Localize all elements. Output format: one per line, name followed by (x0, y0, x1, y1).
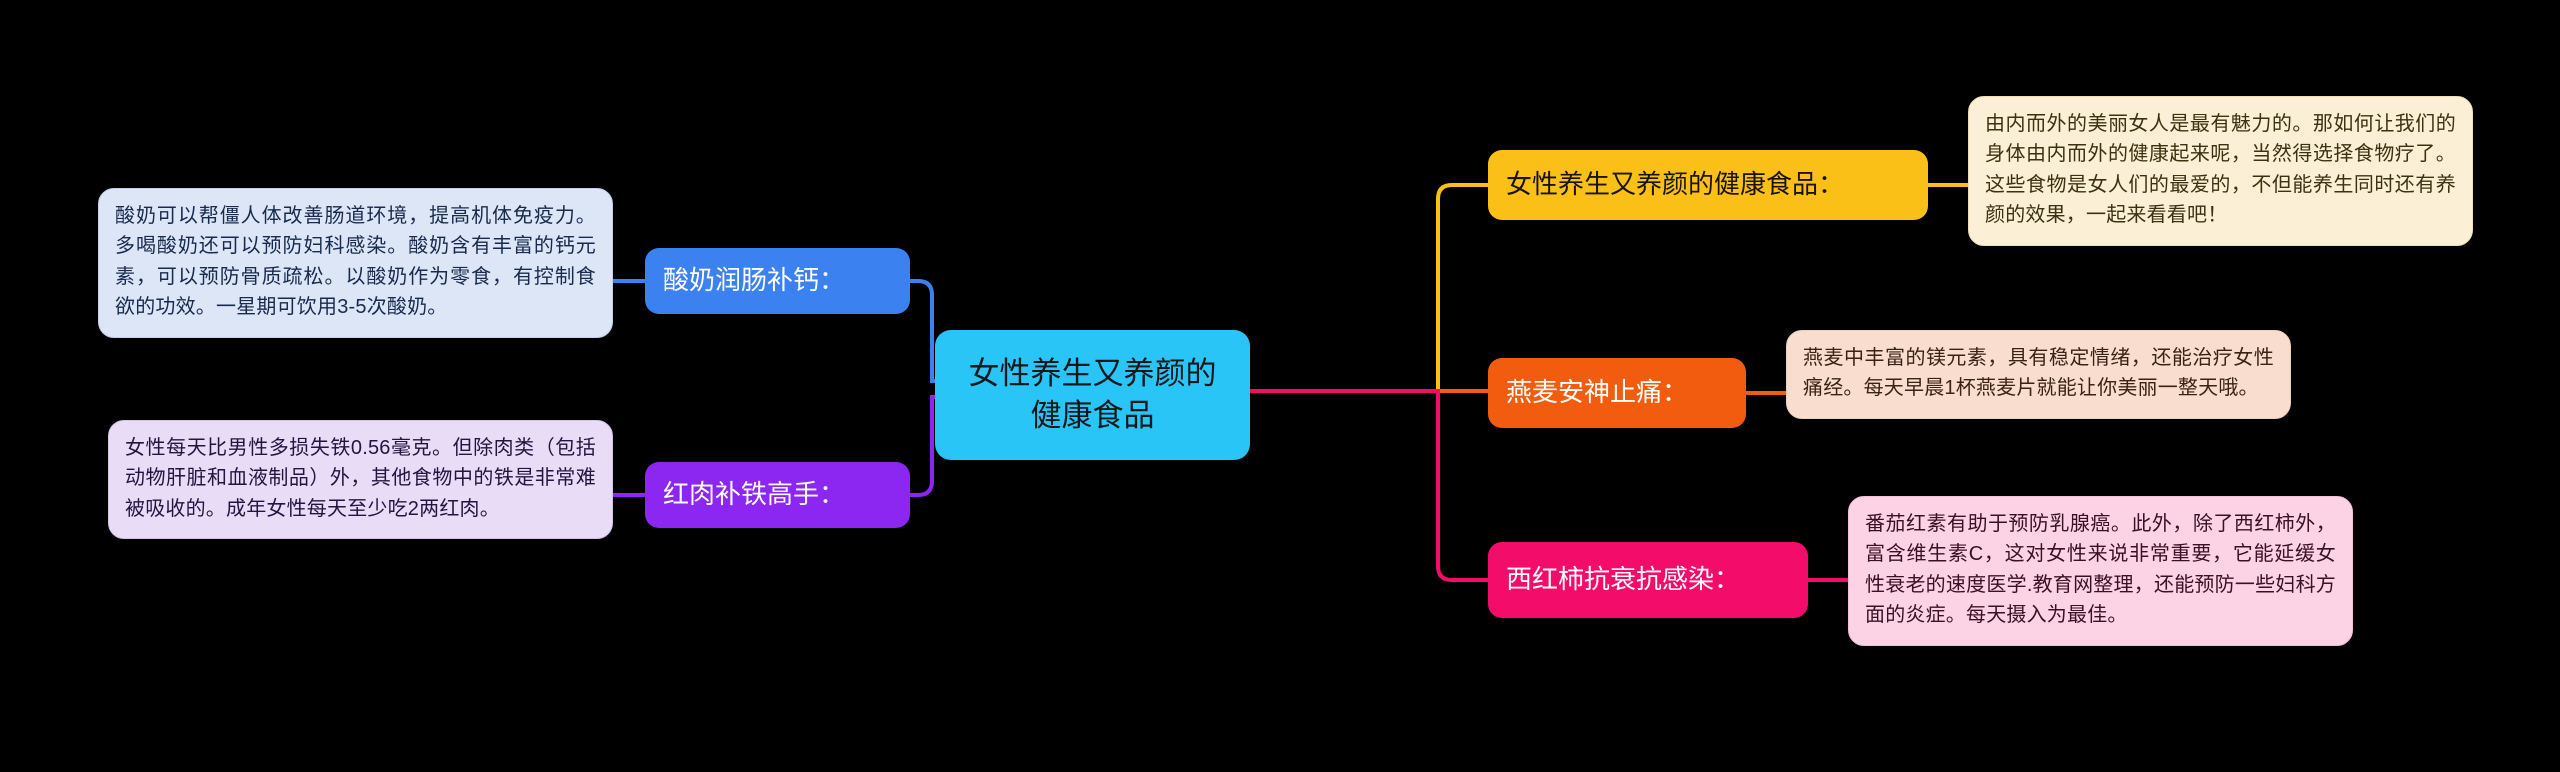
edge-redmeat-central (910, 395, 935, 497)
detail-card-overview[interactable]: 由内而外的美丽女人是最有魅力的。那如何让我们的身体由内而外的健康起来呢，当然得选… (1968, 96, 2473, 246)
edge-central-tomato (1250, 389, 1488, 582)
branch-node-oats[interactable]: 燕麦安神止痛： (1488, 358, 1746, 428)
detail-card-yogurt[interactable]: 酸奶可以帮僵人体改善肠道环境，提高机体免疫力。多喝酸奶还可以预防妇科感染。酸奶含… (98, 188, 613, 338)
branch-node-overview[interactable]: 女性养生又养颜的健康食品： (1488, 150, 1928, 220)
branch-label-tomato: 西红柿抗衰抗感染： (1506, 564, 1741, 595)
branch-node-tomato[interactable]: 西红柿抗衰抗感染： (1488, 542, 1808, 618)
branch-label-oats: 燕麦安神止痛： (1506, 377, 1689, 408)
central-topic-label: 女性养生又养颜的健康食品 (968, 356, 1217, 433)
detail-text-yogurt: 酸奶可以帮僵人体改善肠道环境，提高机体免疫力。多喝酸奶还可以预防妇科感染。酸奶含… (115, 205, 596, 319)
central-topic-node[interactable]: 女性养生又养颜的健康食品 (935, 330, 1250, 460)
edge-central-overview (1250, 183, 1488, 393)
branch-label-yogurt: 酸奶润肠补钙： (663, 265, 846, 296)
branch-label-overview: 女性养生又养颜的健康食品： (1506, 169, 1845, 200)
detail-text-overview: 由内而外的美丽女人是最有魅力的。那如何让我们的身体由内而外的健康起来呢，当然得选… (1985, 113, 2456, 227)
detail-text-oats: 燕麦中丰富的镁元素，具有稳定情绪，还能治疗女性痛经。每天早晨1杯燕麦片就能让你美… (1803, 347, 2274, 400)
edge-yogurt-central (910, 279, 935, 383)
detail-text-redmeat: 女性每天比男性多损失铁0.56毫克。但除肉类（包括动物肝脏和血液制品）外，其他食… (125, 437, 596, 520)
branch-label-redmeat: 红肉补铁高手： (663, 479, 846, 510)
detail-card-redmeat[interactable]: 女性每天比男性多损失铁0.56毫克。但除肉类（包括动物肝脏和血液制品）外，其他食… (108, 420, 613, 540)
branch-node-yogurt[interactable]: 酸奶润肠补钙： (645, 248, 910, 314)
detail-text-tomato: 番茄红素有助于预防乳腺癌。此外，除了西红柿外，富含维生素C，这对女性来说非常重要… (1865, 513, 2336, 627)
detail-card-oats[interactable]: 燕麦中丰富的镁元素，具有稳定情绪，还能治疗女性痛经。每天早晨1杯燕麦片就能让你美… (1786, 330, 2291, 419)
branch-node-redmeat[interactable]: 红肉补铁高手： (645, 462, 910, 528)
detail-card-tomato[interactable]: 番茄红素有助于预防乳腺癌。此外，除了西红柿外，富含维生素C，这对女性来说非常重要… (1848, 496, 2353, 646)
